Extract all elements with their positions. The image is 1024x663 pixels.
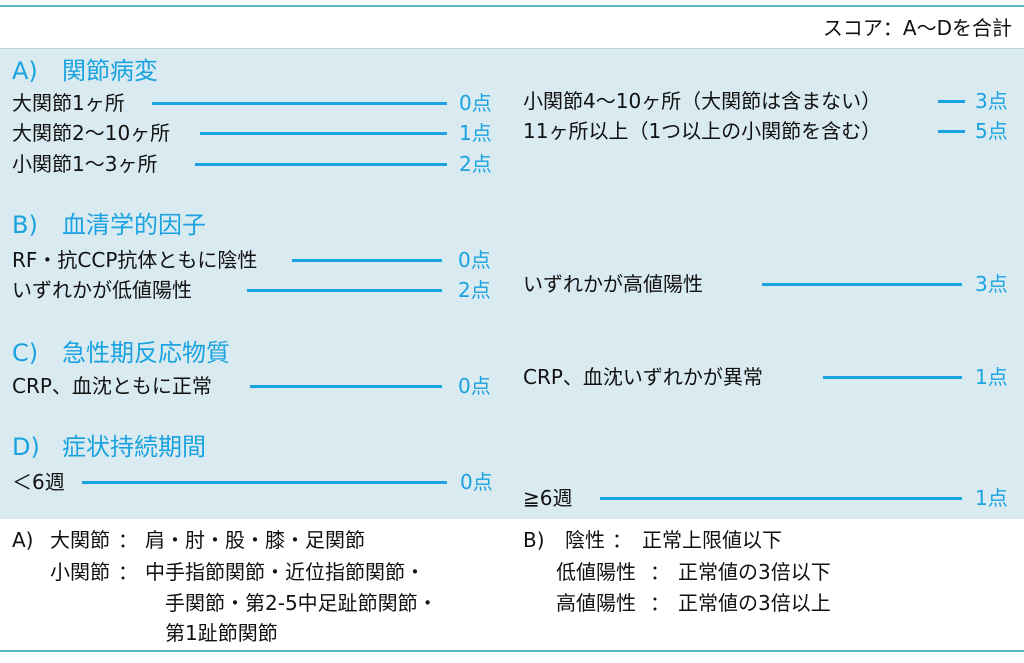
notes-b-high-label: 高値陽性 xyxy=(556,591,636,615)
section-c-item-2-leader xyxy=(823,376,962,379)
section-d-item-2-leader xyxy=(600,497,962,500)
section-c-item-1-label: CRP、血沈ともに正常 xyxy=(12,374,212,398)
section-b-item-1-leader xyxy=(292,259,442,262)
section-d-title: 症状持続期間 xyxy=(62,433,206,461)
notes-a-small-sep: ： xyxy=(118,560,138,584)
section-a-item-4-points: 3点 xyxy=(975,89,1008,113)
section-b-letter: B) xyxy=(12,211,38,239)
notes-b-low-sep: ： xyxy=(650,560,670,584)
section-b-item-1-points: 0点 xyxy=(458,248,491,272)
notes-a-small-value-1: 中手指節関節・近位指節関節・ xyxy=(145,560,425,584)
notes-a-letter: A) xyxy=(12,528,34,552)
section-a-item-3-points: 2点 xyxy=(459,152,492,176)
section-a-title: 関節病変 xyxy=(62,57,158,85)
section-a-item-2-label: 大関節2〜10ヶ所 xyxy=(12,121,171,145)
section-a-item-5-leader xyxy=(938,130,965,133)
section-a-item-4-leader xyxy=(938,100,965,103)
section-b-item-3-leader xyxy=(762,283,962,286)
section-a-item-5-label: 11ヶ所以上（1つ以上の小関節を含む） xyxy=(523,119,882,143)
section-b-item-2-points: 2点 xyxy=(458,278,491,302)
score-instruction: スコア：A〜Dを合計 xyxy=(822,16,1012,40)
notes-a-small-value-2: 手関節・第2-5中足趾節関節・ xyxy=(165,591,438,615)
notes-a-small-label: 小関節 xyxy=(50,560,110,584)
section-d-heading: D) 症状持続期間 xyxy=(12,433,206,461)
notes-b-high-sep: ： xyxy=(650,591,670,615)
section-c-letter: C) xyxy=(12,339,39,367)
top-rule xyxy=(0,5,1024,7)
section-c-title: 急性期反応物質 xyxy=(62,339,230,367)
section-b-item-1-label: RF・抗CCP抗体ともに陰性 xyxy=(12,248,258,272)
section-a-item-3-leader xyxy=(195,163,447,166)
section-b-item-2-label: いずれかが低値陽性 xyxy=(12,278,192,302)
section-a-item-2-points: 1点 xyxy=(459,121,492,145)
notes-b-low-value: 正常値の3倍以下 xyxy=(678,560,831,584)
section-d-letter: D) xyxy=(12,433,40,461)
section-d-item-2-points: 1点 xyxy=(975,486,1008,510)
section-a-item-4-label: 小関節4〜10ヶ所（大関節は含まない） xyxy=(523,89,882,113)
section-c-heading: C) 急性期反応物質 xyxy=(12,339,230,367)
criteria-panel: A) 関節病変 大関節1ヶ所 0点 大関節2〜10ヶ所 1点 小関節1〜3ヶ所 2… xyxy=(0,48,1024,519)
notes-b-letter: B) xyxy=(523,528,545,552)
section-b-title: 血清学的因子 xyxy=(62,211,206,239)
section-a-item-5-points: 5点 xyxy=(975,119,1008,143)
section-d-item-1-label: ＜6週 xyxy=(12,470,65,494)
notes-b-neg-value: 正常上限値以下 xyxy=(642,528,782,552)
notes-b-high-value: 正常値の3倍以上 xyxy=(678,591,831,615)
section-b-item-3-label: いずれかが高値陽性 xyxy=(523,272,703,296)
section-d-item-1-leader xyxy=(82,481,447,484)
section-a-item-1-label: 大関節1ヶ所 xyxy=(12,91,125,115)
section-a-item-3-label: 小関節1〜3ヶ所 xyxy=(12,152,158,176)
notes-b-low-label: 低値陽性 xyxy=(556,560,636,584)
section-b-item-3-points: 3点 xyxy=(975,272,1008,296)
section-a-item-1-leader xyxy=(152,102,447,105)
notes-a-large-sep: ： xyxy=(118,528,138,552)
section-c-item-1-leader xyxy=(250,385,442,388)
section-a-heading: A) 関節病変 xyxy=(12,57,158,85)
section-a-item-2-leader xyxy=(200,132,447,135)
notes-a-small-value-3: 第1趾節関節 xyxy=(165,621,278,645)
section-c-item-1-points: 0点 xyxy=(458,374,491,398)
section-d-item-1-points: 0点 xyxy=(460,470,493,494)
section-b-item-2-leader xyxy=(247,289,442,292)
section-b-heading: B) 血清学的因子 xyxy=(12,211,206,239)
section-c-item-2-points: 1点 xyxy=(975,365,1008,389)
section-a-item-1-points: 0点 xyxy=(459,91,492,115)
notes-b-neg-label: 陰性 xyxy=(565,528,605,552)
bottom-rule xyxy=(0,650,1024,652)
notes-b-neg-sep: ： xyxy=(612,528,632,552)
section-a-letter: A) xyxy=(12,57,38,85)
notes-a-large-value: 肩・肘・股・膝・足関節 xyxy=(145,528,365,552)
section-d-item-2-label: ≧6週 xyxy=(523,486,573,510)
notes-a-large-label: 大関節 xyxy=(50,528,110,552)
section-c-item-2-label: CRP、血沈いずれかが異常 xyxy=(523,365,763,389)
